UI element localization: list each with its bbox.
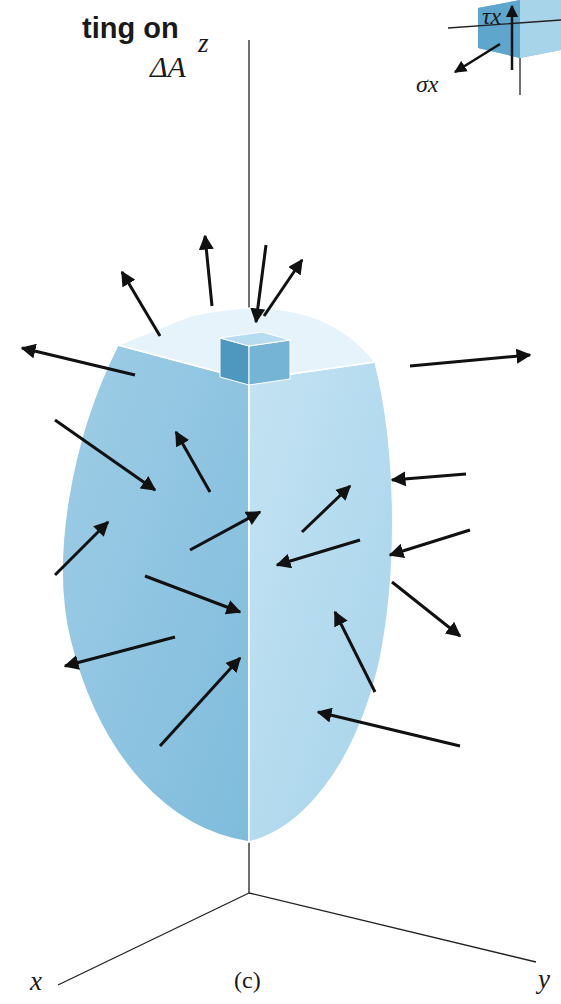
cut-body — [62, 308, 392, 842]
stress-label: τx — [482, 4, 501, 28]
coordinate-axes — [58, 40, 536, 985]
axis-label: y — [538, 966, 550, 993]
stress-label: σx — [416, 72, 439, 96]
axis-label: z — [198, 30, 209, 57]
stress-element — [448, 0, 561, 95]
heading-fragment: ting on — [82, 14, 179, 43]
axis-label: x — [30, 968, 42, 995]
volume-element-cube — [220, 332, 290, 385]
figure-caption: (c) — [234, 968, 261, 992]
area-label: ΔA — [150, 52, 186, 82]
force-arrows — [22, 236, 530, 746]
